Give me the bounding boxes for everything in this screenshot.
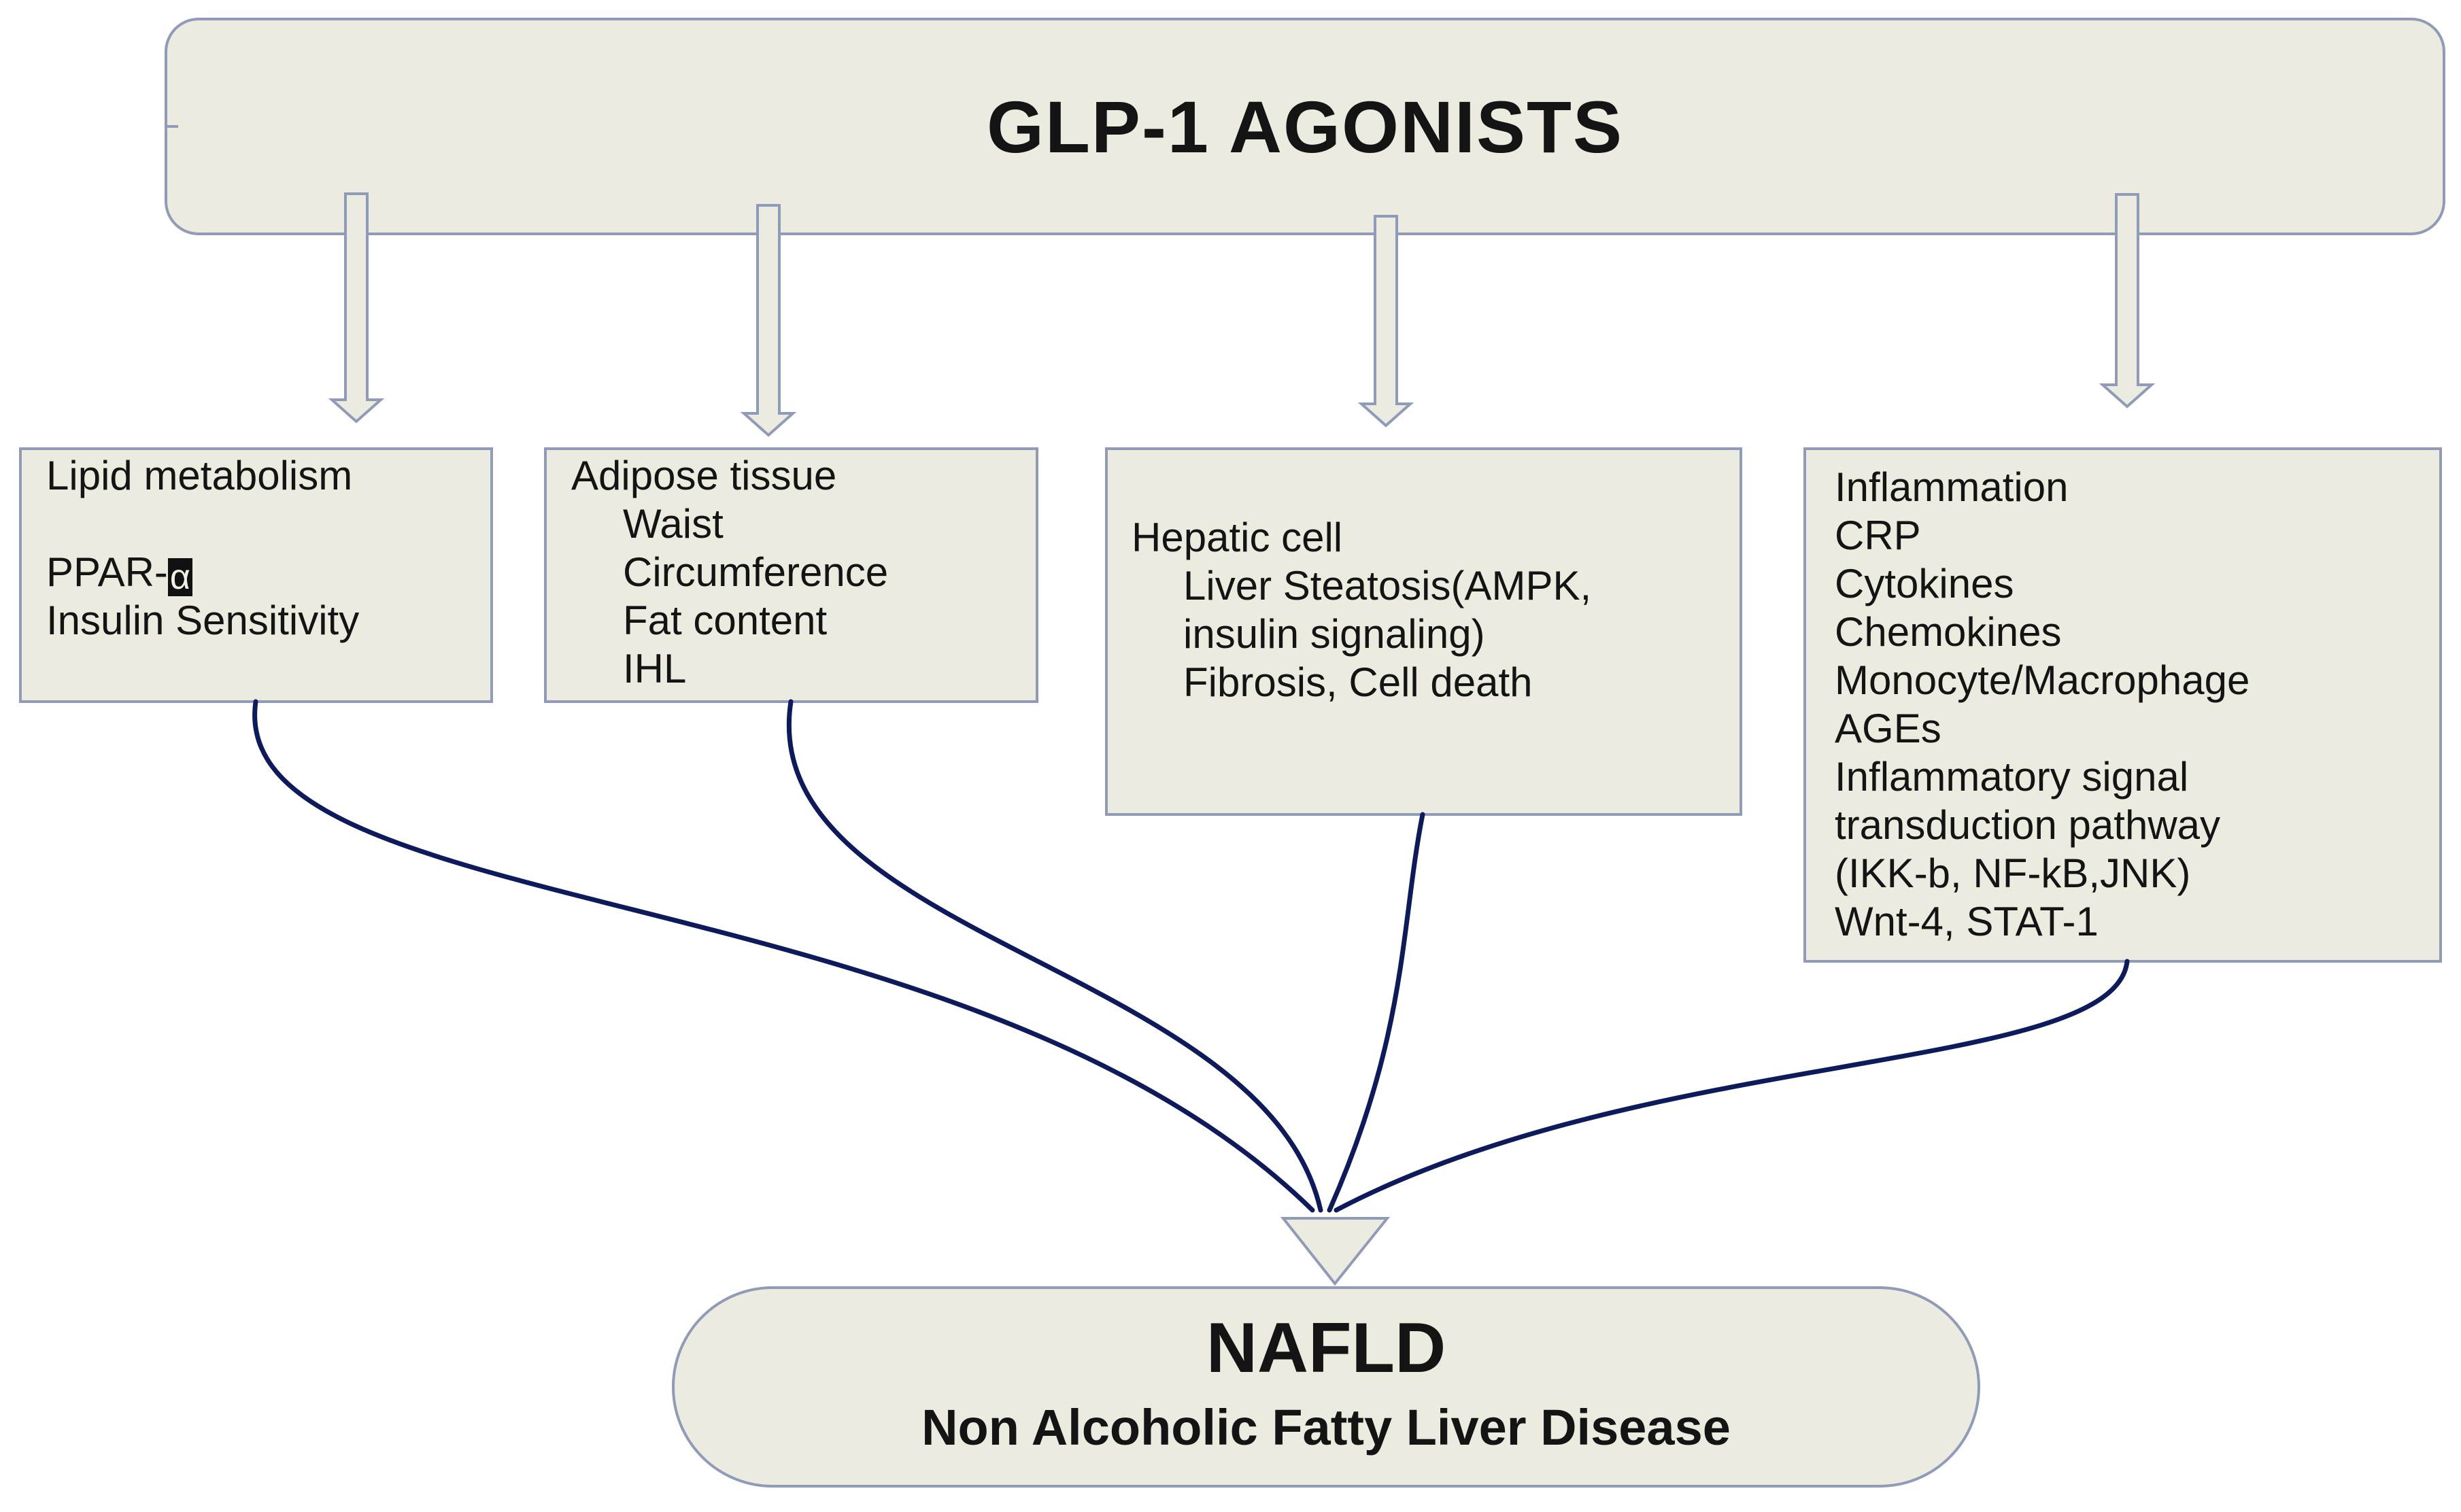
insulin-sensitivity-label: Insulin Sensitivity [46,598,360,643]
adipose-item: Waist [623,501,724,547]
arrow-to-lipid [328,192,385,424]
connector-adipose [786,699,1323,1213]
inflammation-item: Monocyte/Macrophage [1835,657,2250,703]
hepatic-item: Liver Steatosis(AMPK, [1183,563,1592,608]
nafld-outcome-shape [672,1286,1980,1488]
hepatic-item: Fibrosis, Cell death [1183,659,1533,705]
adipose-item: Circumference [623,549,889,595]
hepatic-item: insulin signaling) [1183,611,1485,657]
ppar-label: PPAR- [46,549,168,595]
hepatic-cell-box [1105,447,1742,816]
convergence-arrowhead [1280,1217,1391,1286]
arrow-to-adipose [740,204,797,437]
ppar-line: PPAR-α [46,548,359,596]
inflammation-item: Chemokines [1835,609,2062,655]
inflammation-item: Inflammatory signal [1835,754,2189,800]
inflammation-item: AGEs [1835,706,1941,751]
banner-title: GLP-1 AGONISTS [986,85,1624,168]
connector-hepatic [1327,812,1425,1213]
hepatic-box-title: Hepatic cell [1132,515,1343,560]
inflammation-box-title: Inflammation [1835,464,2069,510]
connector-inflammation [1334,959,2130,1213]
adipose-box-text: Adipose tissue Waist Circumference Fat c… [571,451,888,693]
inflammation-item: Wnt-4, STAT-1 [1835,899,2099,944]
adipose-item: IHL [623,646,687,691]
inflammation-item: Cytokines [1835,561,2014,606]
inflammation-item: (IKK-b, NF-kB,JNK) [1835,850,2191,896]
nafld-subtitle: Non Alcoholic Fatty Liver Disease [921,1399,1731,1456]
connector-lipid [252,699,1315,1213]
inflammation-box [1803,447,2442,963]
nafld-title: NAFLD [1206,1309,1446,1388]
adipose-box-title: Adipose tissue [571,453,837,498]
arrow-to-inflammation [2099,193,2156,409]
inflammation-box-text: Inflammation CRP Cytokines Chemokines Mo… [1835,463,2250,946]
arrow-to-hepatic [1357,215,1414,428]
lipid-box-text: Lipid metabolism PPAR-α Insulin Sensitiv… [46,451,359,645]
hepatic-box-text: Hepatic cell Liver Steatosis(AMPK, insul… [1132,513,1591,706]
adipose-item: Fat content [623,598,828,643]
inflammation-item: CRP [1835,513,1921,558]
alpha-symbol: α [167,558,192,596]
inflammation-item: transduction pathway [1835,802,2221,848]
lipid-box-title: Lipid metabolism [46,453,353,498]
adipose-tissue-box [544,447,1038,703]
